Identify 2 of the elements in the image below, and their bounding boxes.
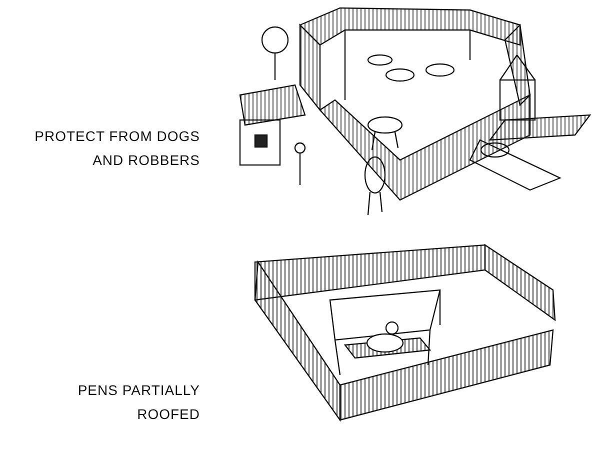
caption-text: PROTECT FROM DOGS AND ROBBERS — [34, 127, 200, 170]
caption-text: PENS PARTIALLY ROOFED — [76, 381, 200, 424]
